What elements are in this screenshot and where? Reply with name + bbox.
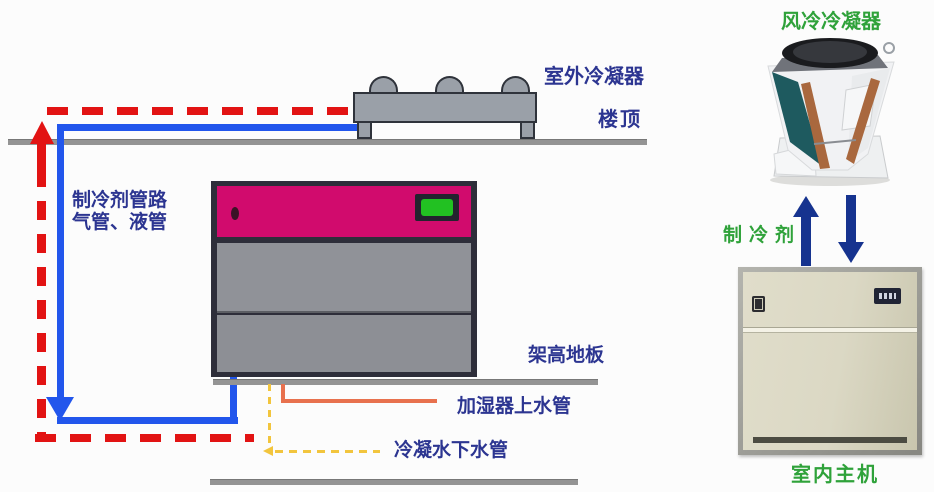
label-refrigerant-piping-line2: 气管、液管 <box>72 211 168 233</box>
crac-machine <box>211 181 477 377</box>
power-button-icon <box>231 207 239 220</box>
gas-pipe-top <box>47 107 348 115</box>
label-refrigerant-piping-line1: 制冷剂管路 <box>72 190 168 211</box>
brand-badge-icon <box>752 296 765 312</box>
liquid-pipe-left <box>57 124 64 398</box>
label-refrigerant-piping: 制冷剂管路 气管、液管 <box>72 190 167 234</box>
liquid-pipe-riser <box>230 374 237 424</box>
floor-line <box>210 479 578 485</box>
label-condensate-drain-pipe: 冷凝水下水管 <box>394 440 509 461</box>
crac-front-panel-lower <box>217 315 471 372</box>
indoor-unit-front-face <box>743 272 917 450</box>
crac-control-panel <box>217 186 471 237</box>
label-outdoor-condenser: 室外冷凝器 <box>544 66 644 88</box>
raised-floor-line <box>213 379 598 385</box>
outdoor-condenser-fan-dome <box>501 76 530 93</box>
air-cooled-condenser-photo <box>752 26 908 188</box>
outdoor-condenser-fan-dome <box>369 76 398 93</box>
condensate-flow-arrow-icon <box>263 446 273 456</box>
indoor-unit-photo <box>738 267 922 455</box>
outdoor-condenser-fan-dome <box>435 76 464 93</box>
label-raised-floor: 架高地板 <box>528 345 605 366</box>
gas-flow-up-arrow-stem <box>37 143 46 170</box>
crac-front-panel-upper <box>217 243 471 313</box>
gas-flow-up-arrow-icon <box>30 121 54 144</box>
label-humidifier-supply-pipe: 加湿器上水管 <box>457 396 572 417</box>
humidifier-pipe-vertical <box>281 384 285 402</box>
liquid-pipe-top <box>57 124 362 131</box>
panel-divider <box>743 327 917 333</box>
bottom-vent-slot <box>753 437 907 443</box>
roof-line <box>8 139 647 145</box>
label-refrigerant: 制冷剂 <box>723 225 802 246</box>
condensate-pipe-horizontal <box>275 450 380 453</box>
refrigerant-down-arrow-icon <box>838 195 864 263</box>
gas-pipe-left <box>37 168 46 434</box>
refrigerant-up-arrow-icon <box>793 196 819 266</box>
crac-display <box>415 194 459 221</box>
label-roof: 楼顶 <box>598 109 642 131</box>
outdoor-condenser-body <box>353 92 537 123</box>
condensate-pipe-vertical <box>268 384 271 451</box>
outdoor-condenser-foot <box>520 121 535 139</box>
crac-display-screen <box>421 199 453 216</box>
label-indoor-unit: 室内主机 <box>791 464 879 486</box>
label-air-cooled-condenser: 风冷冷凝器 <box>781 11 881 33</box>
humidifier-pipe-horizontal <box>281 399 437 403</box>
gas-pipe-bottom <box>35 434 254 442</box>
indoor-unit-display <box>874 288 901 304</box>
liquid-pipe-bottom <box>57 417 238 424</box>
outdoor-condenser-foot <box>357 121 372 139</box>
